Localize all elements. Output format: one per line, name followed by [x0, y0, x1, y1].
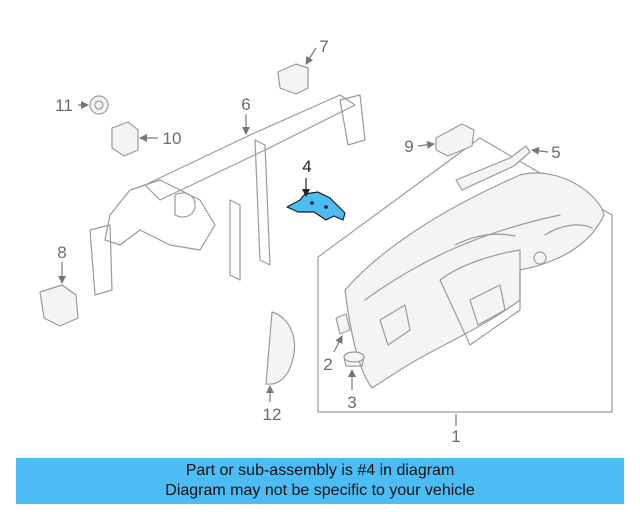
part-11-grommet — [89, 95, 109, 115]
banner-line-2: Diagram may not be specific to your vehi… — [165, 482, 475, 499]
part-4-bracket-highlighted — [286, 191, 346, 221]
callout-5: 5 — [551, 143, 560, 162]
callout-8: 8 — [57, 243, 66, 262]
callout-7: 7 — [319, 37, 328, 56]
callout-4: 4 — [302, 157, 311, 176]
leader-lines — [58, 47, 549, 426]
banner-line-1: Part or sub-assembly is #4 in diagram — [185, 462, 455, 479]
part-8-bracket — [39, 284, 79, 327]
part-7-bracket — [277, 63, 309, 95]
callout-10: 10 — [163, 129, 182, 148]
callout-12: 12 — [263, 405, 282, 424]
callout-11: 11 — [55, 96, 73, 115]
callout-1: 1 — [451, 427, 460, 446]
part-12-end-cap — [265, 311, 296, 385]
part-2-clip — [335, 313, 351, 335]
part-4-shape — [286, 191, 346, 221]
callout-2: 2 — [323, 355, 332, 374]
cross-car-beam — [89, 94, 366, 296]
part-3-knob — [343, 351, 365, 367]
part-9-bracket — [435, 123, 475, 157]
instrument-panel — [317, 137, 613, 413]
callout-9: 9 — [404, 137, 413, 156]
info-banner: Part or sub-assembly is #4 in diagram Di… — [16, 458, 624, 504]
part-10-bracket — [111, 121, 139, 157]
callout-3: 3 — [347, 393, 356, 412]
parts-diagram: 1 2 3 4 5 6 7 8 9 10 11 12 — [39, 37, 613, 446]
part-5-brace — [455, 145, 531, 191]
callout-6: 6 — [241, 95, 250, 114]
